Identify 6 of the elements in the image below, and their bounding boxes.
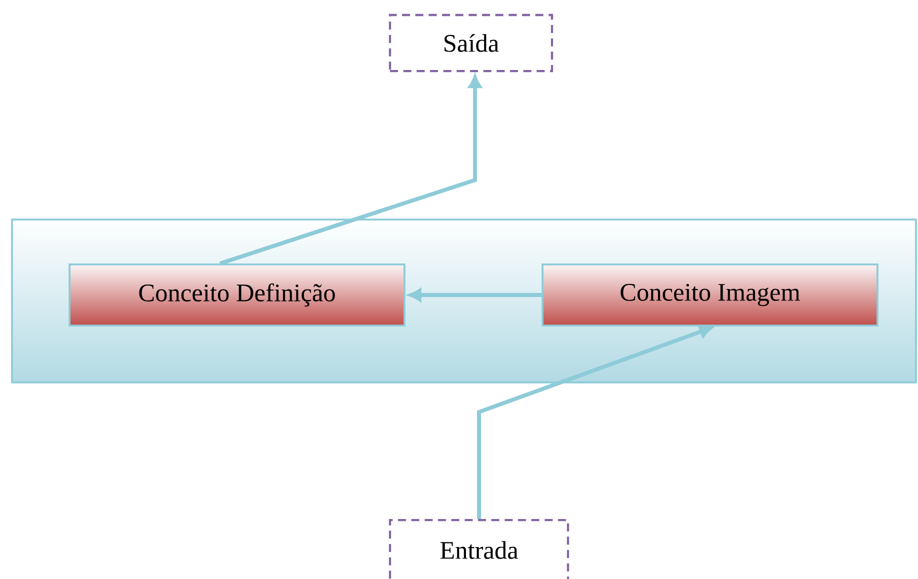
dashed-box: Entrada — [388, 518, 570, 579]
arrow — [477, 325, 712, 519]
process-box: Conceito Imagem — [542, 264, 878, 326]
dashed-box: Saída — [388, 14, 554, 72]
process-box: Conceito Definição — [68, 264, 406, 326]
arrow — [408, 288, 542, 302]
